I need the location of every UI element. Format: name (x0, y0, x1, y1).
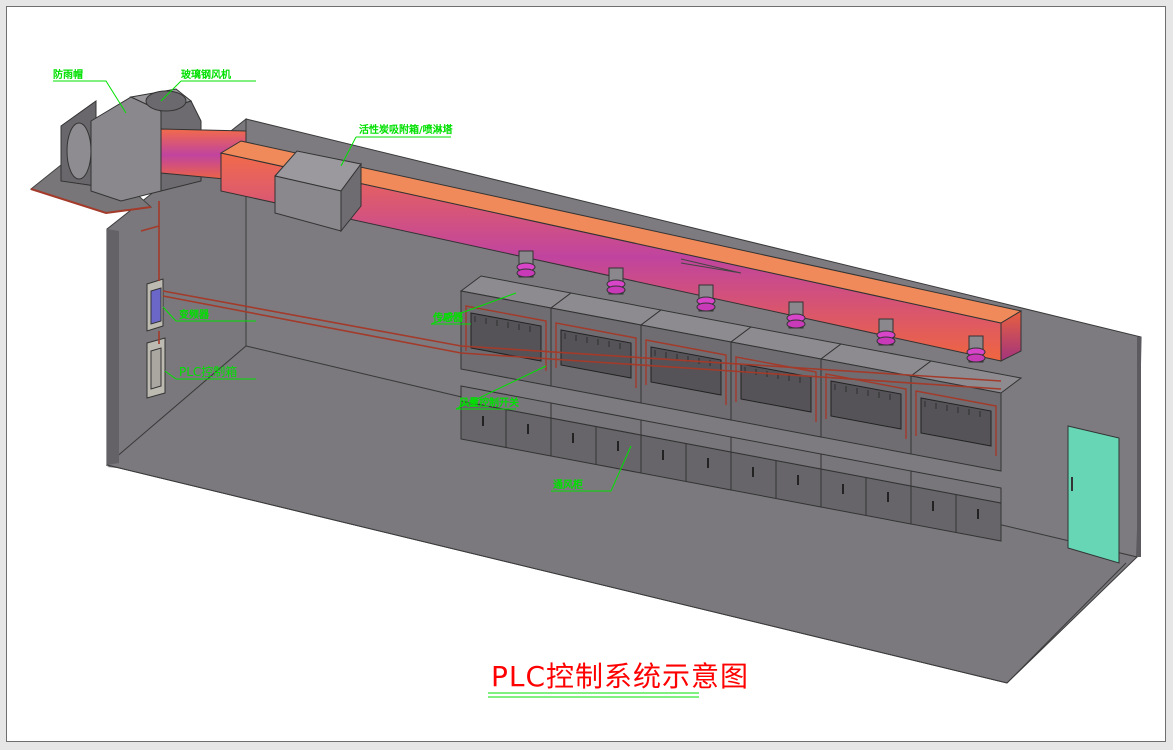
main-duct (219, 140, 1023, 362)
right-wall-edge (1137, 337, 1141, 557)
fume-hood (909, 335, 1023, 542)
label-inverter: 变频器 (179, 308, 210, 321)
label-tower: 活性炭吸附箱/喷淋塔 (359, 123, 454, 136)
left-wall-edge (107, 229, 119, 465)
fume-hood (819, 318, 933, 525)
door (1067, 425, 1120, 564)
label-plc-cabinet: PLC控制箱 (179, 364, 237, 379)
fume-hood (459, 250, 573, 457)
control-wiring (140, 201, 1002, 390)
scrubber-box (274, 150, 362, 233)
label-valve-switch: 风量控制开关 (459, 396, 519, 409)
inverter-panel (146, 278, 164, 332)
plc-system-diagram: 防雨帽 玻璃钢风机 活性炭吸附箱/喷淋塔 变频器 PLC控制箱 传感器 风量控制… (29, 68, 1142, 698)
plc-cabinet-panel (146, 337, 166, 399)
diagram-title: PLC控制系统示意图 (491, 660, 749, 693)
label-fan: 玻璃钢风机 (181, 68, 231, 81)
label-leaders (53, 80, 632, 492)
label-sensor: 传感器 (432, 311, 464, 324)
fume-hood (549, 267, 663, 474)
label-fume-hood: 通风柜 (553, 478, 583, 491)
label-damper: 防雨帽 (53, 68, 83, 81)
drawing-frame: 防雨帽 玻璃钢风机 活性炭吸附箱/喷淋塔 变频器 PLC控制箱 传感器 风量控制… (6, 6, 1166, 742)
